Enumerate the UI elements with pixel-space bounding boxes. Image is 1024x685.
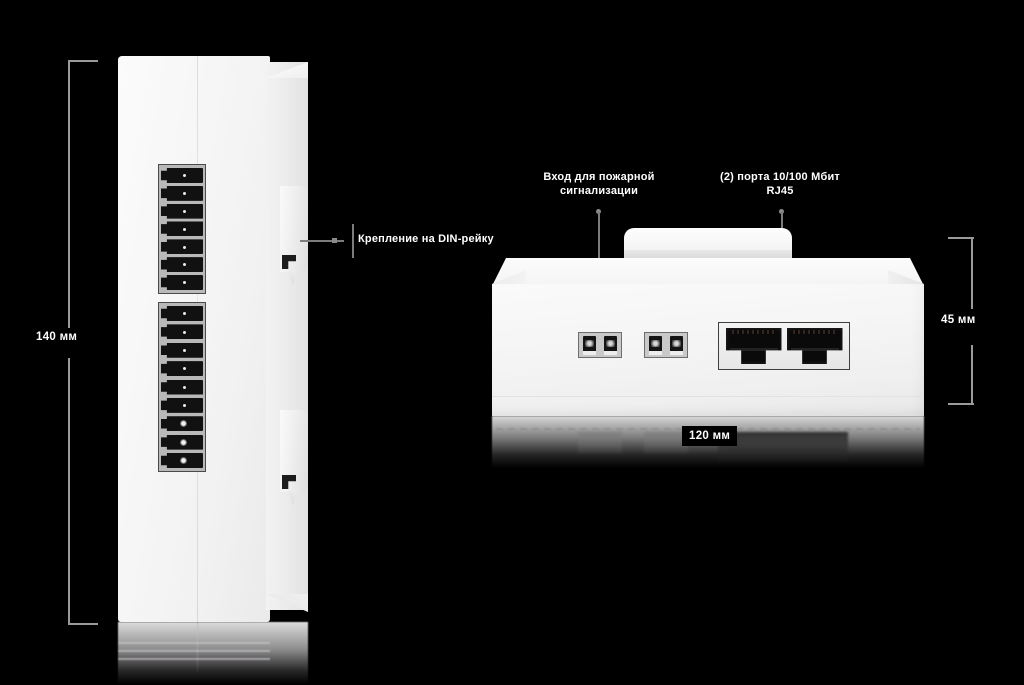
din-rail-clip [280,186,308,286]
front-body [492,284,924,416]
reflection-band [118,658,270,660]
terminal-slot [161,274,203,290]
terminal-slot [161,185,203,201]
terminal-block-upper [158,164,206,294]
dimension-label-height: 140 мм [36,331,78,343]
din-clip-tail [288,490,297,506]
din-rail-clip [280,410,308,506]
side-view-reflection [118,622,308,684]
rj45-lip [790,348,839,351]
terminal-slot [161,239,203,255]
terminal-block-lower [158,302,206,472]
reflection-band [118,650,270,652]
fire-alarm-pin [649,335,662,355]
terminal-slot [161,342,203,358]
terminal-slot [161,203,203,219]
terminal-slot [161,361,203,377]
din-clip-tail [288,270,297,286]
rj45-contacts [792,330,837,334]
terminal-slot [161,168,203,183]
rj45-ports [718,322,850,370]
din-clip-hook [282,255,296,269]
side-body-depth [266,62,308,610]
reflection-terminal-glow [644,432,688,454]
rj45-port [786,328,843,364]
device-side-view [118,56,308,626]
terminal-slot [161,324,203,340]
terminal-slot [161,379,203,395]
terminal-slot-screw [161,453,203,468]
reflection-band [118,642,270,644]
callout-fire-alarm: Вход для пожарной сигнализации [543,171,655,197]
fire-alarm-pin [670,335,683,355]
terminal-slot [161,306,203,321]
front-parting-line [492,396,924,397]
terminal-slot-screw [161,416,203,432]
terminal-slot [161,221,203,237]
callout-rj45: (2) порта 10/100 Мбит RJ45 [719,171,840,197]
rj45-port [725,328,782,364]
fire-alarm-terminals [644,332,688,358]
dimension-label-depth: 45 мм [941,314,976,326]
rj45-contacts [731,330,776,334]
dimension-label-width: 120 мм [682,426,738,446]
fire-alarm-pin [583,335,596,355]
reflection-rj45-glow [718,432,848,462]
terminal-slot [161,397,203,413]
terminal-slot-screw [161,434,203,450]
din-clip-hook [282,475,296,489]
fire-alarm-terminals [578,332,622,358]
front-top-slab [492,258,924,286]
device-front-view [492,228,924,428]
reflection-seam [197,622,198,676]
reflection-terminal-glow [578,432,622,454]
terminal-slot [161,257,203,273]
front-top-cap [624,228,792,262]
rj45-lip [729,348,778,351]
fire-alarm-pin [604,335,617,355]
callout-din-rail: Крепление на DIN-рейку [358,233,494,245]
